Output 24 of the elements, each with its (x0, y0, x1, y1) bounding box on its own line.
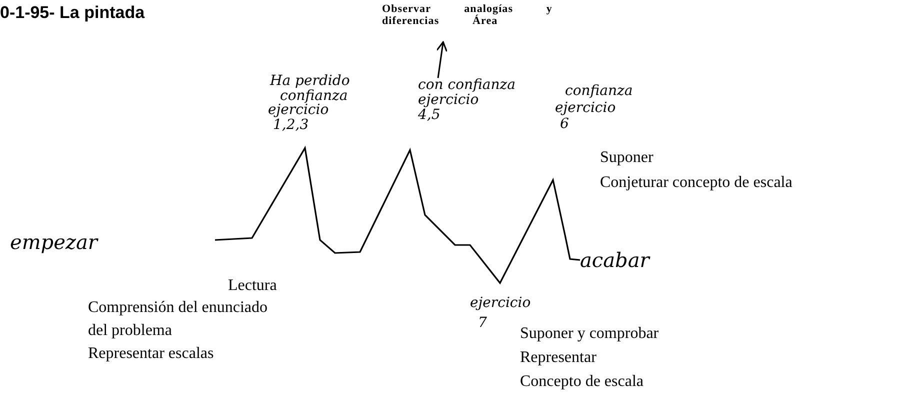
note-text: Suponer y comprobar (520, 326, 659, 342)
title: 0-1-95- La pintada (0, 2, 145, 24)
note-text: Representar escalas (88, 346, 214, 362)
note-text: Lectura (228, 278, 277, 294)
handwritten-note: ejercicio (268, 103, 329, 117)
note-text: Comprensión del enunciado (88, 300, 268, 316)
handwritten-note: 7 (478, 316, 487, 330)
annotation-text: Observar analogías y diferencias Área (382, 3, 627, 41)
note-text: Suponer (600, 150, 654, 166)
handwritten-note: confianza (280, 89, 348, 103)
handwritten-note: empezar (10, 232, 98, 252)
note-text: Conjeturar concepto de escala (600, 175, 792, 191)
handwritten-note: ejercicio (555, 101, 616, 115)
handwritten-note: con confianza ejercicio 4,5 (418, 78, 524, 123)
handwritten-note: ejercicio (470, 296, 531, 310)
note-text: del problema (88, 323, 172, 339)
handwritten-note: acabar (580, 250, 650, 270)
note-text: Representar (520, 350, 596, 366)
handwritten-note: confianza (565, 84, 633, 98)
arrow (436, 41, 448, 78)
handwritten-note: 1,2,3 (273, 118, 309, 132)
note-text: Concepto de escala (520, 374, 644, 390)
handwritten-note: 6 (560, 117, 569, 131)
handwritten-note: Ha perdido (270, 74, 350, 88)
